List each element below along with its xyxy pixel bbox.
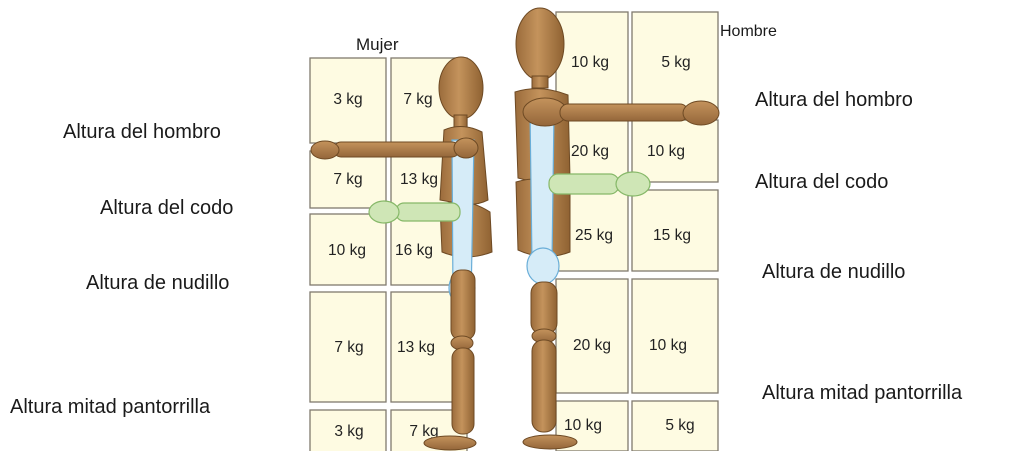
man-cell-value: 10 kg xyxy=(571,54,609,71)
man-cell-value: 20 kg xyxy=(573,337,611,354)
man-cell: 5 kg xyxy=(632,401,718,451)
woman-cell-value: 7 kg xyxy=(334,339,363,356)
woman-cell-value: 13 kg xyxy=(400,171,438,188)
woman-cell-value: 3 kg xyxy=(333,91,362,108)
woman-cell: 7 kg xyxy=(310,151,386,208)
woman-arm-icon xyxy=(334,142,459,157)
woman-cell-value: 10 kg xyxy=(328,242,366,259)
man-weight-grid: 10 kg 5 kg 20 kg 10 kg 25 kg 15 kg 20 kg… xyxy=(556,12,718,451)
man-hand-zone-icon xyxy=(527,248,559,284)
woman-elbow-zone-icon xyxy=(369,201,460,223)
woman-shin-icon xyxy=(452,348,474,434)
man-cell: 10 kg xyxy=(632,279,718,393)
man-cell-value: 20 kg xyxy=(571,143,609,160)
man-arm-icon xyxy=(560,104,688,121)
man-cell-value: 10 kg xyxy=(647,143,685,160)
woman-weight-grid: 3 kg 7 kg 7 kg 13 kg 10 kg 16 kg 7 kg 13… xyxy=(310,58,467,451)
woman-cell-value: 3 kg xyxy=(334,423,363,440)
man-elbow-zone-icon xyxy=(549,172,650,196)
woman-cell: 7 kg xyxy=(310,292,386,402)
man-cell: 20 kg xyxy=(556,279,628,393)
man-cell: 15 kg xyxy=(632,190,718,271)
woman-cell: 3 kg xyxy=(310,410,386,451)
woman-cell-value: 7 kg xyxy=(333,171,362,188)
woman-cell: 3 kg xyxy=(310,58,386,143)
man-shin-icon xyxy=(532,340,556,432)
woman-cell: 10 kg xyxy=(310,214,386,285)
man-cell: 5 kg xyxy=(632,12,718,112)
man-cell-value: 5 kg xyxy=(665,417,694,434)
man-cell: 10 kg xyxy=(632,120,718,182)
woman-cell-value: 13 kg xyxy=(397,339,435,356)
woman-hand-icon xyxy=(311,141,339,159)
man-foot-icon xyxy=(523,435,577,449)
woman-cell-value: 7 kg xyxy=(403,91,432,108)
woman-head-icon xyxy=(439,57,483,119)
man-head-icon xyxy=(516,8,564,80)
man-cell-value: 10 kg xyxy=(564,417,602,434)
man-cell-value: 15 kg xyxy=(653,227,691,244)
man-cell-value: 25 kg xyxy=(575,227,613,244)
man-thigh-icon xyxy=(531,282,557,334)
man-cell-value: 5 kg xyxy=(661,54,690,71)
woman-foot-icon xyxy=(424,436,476,450)
man-cell-value: 10 kg xyxy=(649,337,687,354)
man-neck-icon xyxy=(532,76,548,88)
woman-thigh-icon xyxy=(451,270,475,340)
woman-neck-icon xyxy=(454,115,467,127)
woman-cell-value: 16 kg xyxy=(395,242,433,259)
woman-shoulder-joint-icon xyxy=(454,138,478,158)
man-hand-icon xyxy=(683,101,719,125)
